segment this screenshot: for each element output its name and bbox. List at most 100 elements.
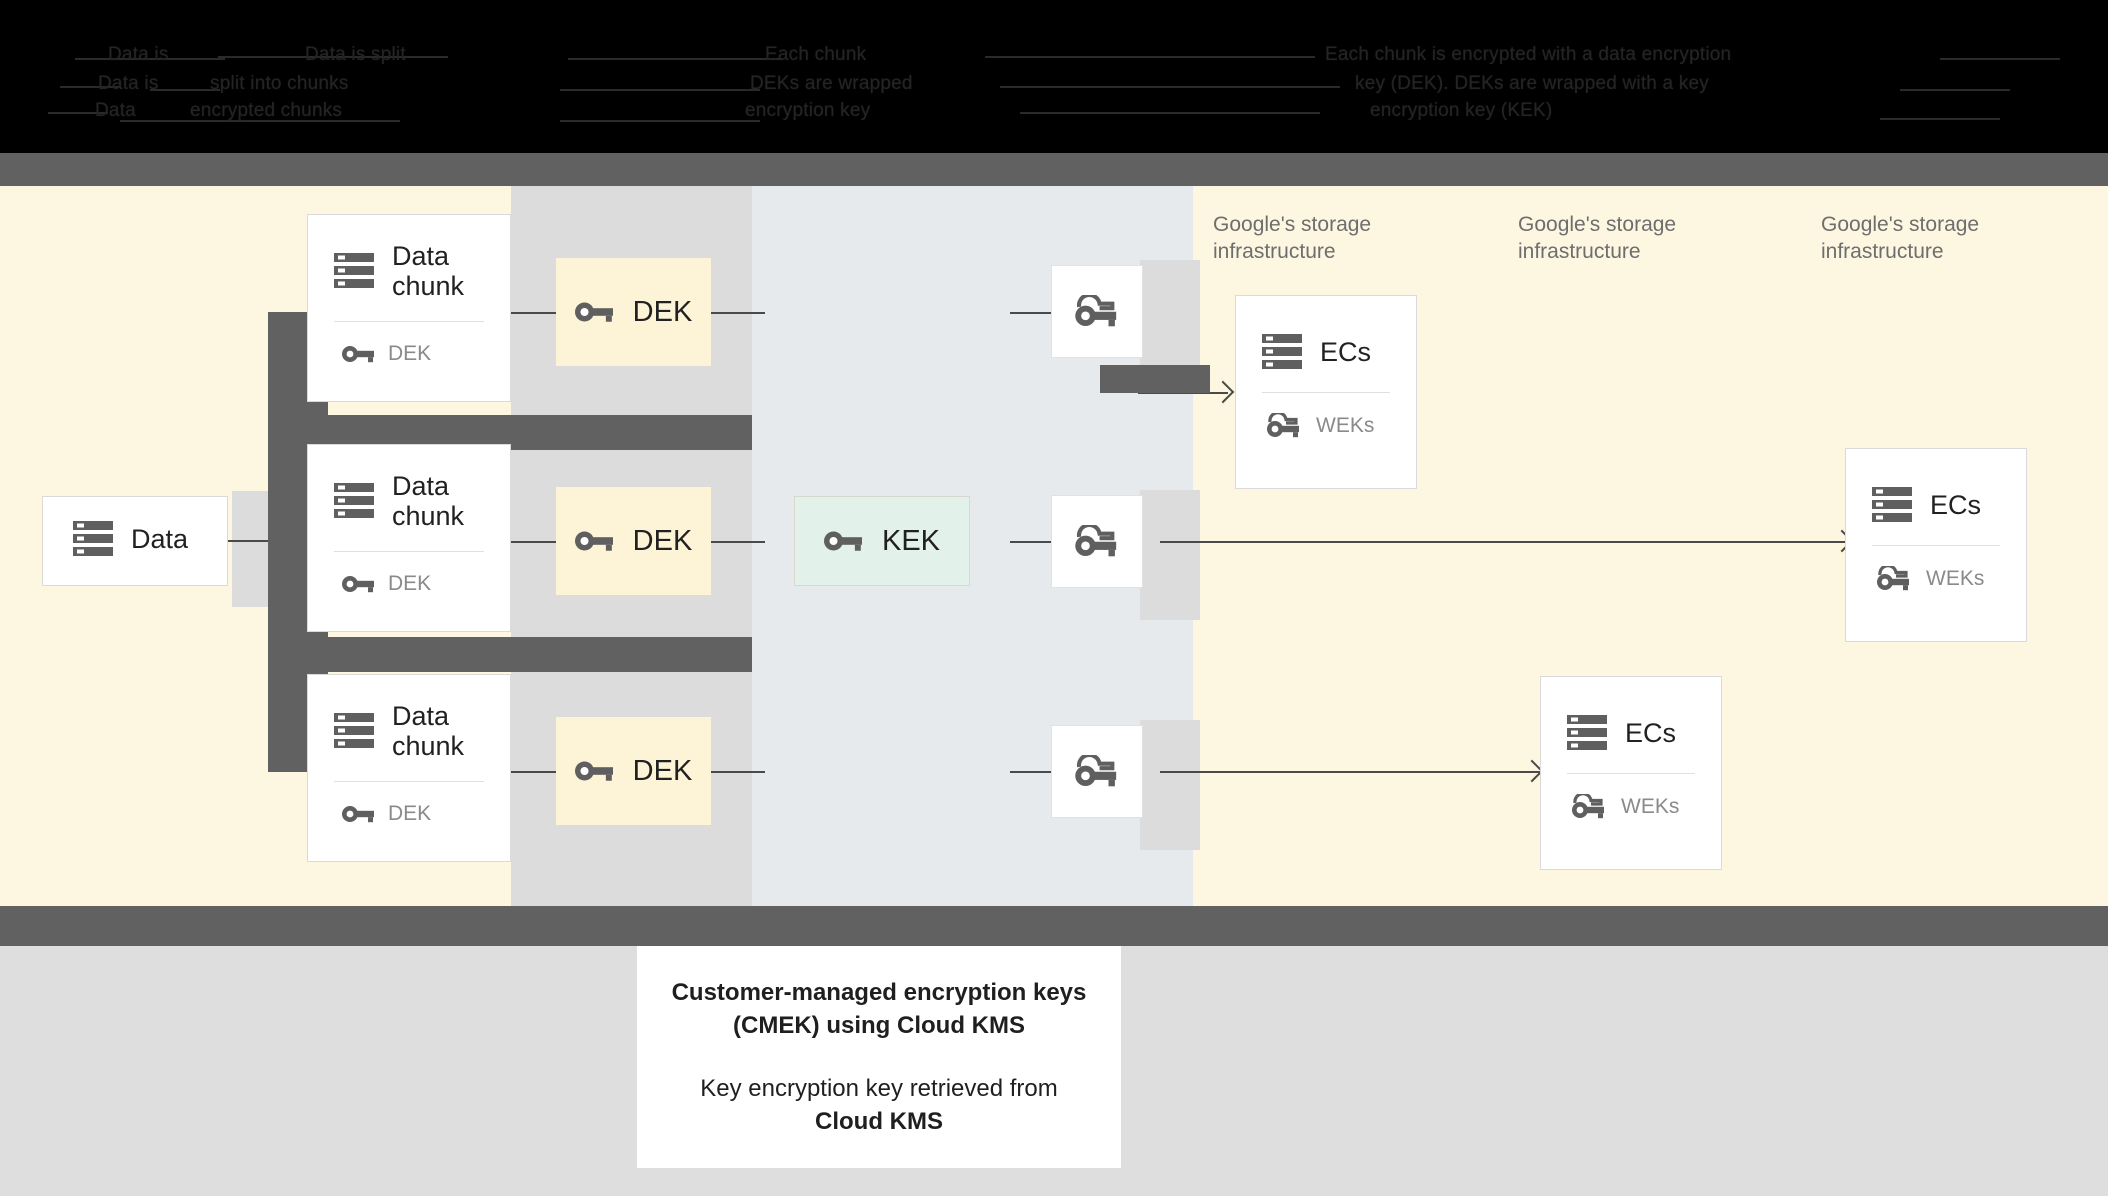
top-occlusion-band — [0, 153, 2108, 186]
header-text: Data — [95, 100, 136, 121]
keybox-dek-label: DEK — [632, 295, 693, 328]
card-ecs-2[interactable]: ECs WEKs — [1845, 448, 2027, 642]
storage-stack-icon — [1262, 334, 1302, 370]
header-row: Data encrypted chunks encryption key enc… — [0, 100, 2108, 129]
header-text-rows: Data is Data is split Each chunk Each ch… — [0, 44, 2108, 129]
storage-stack-icon — [1872, 487, 1912, 523]
key-icon — [342, 804, 374, 824]
header-text: Data is — [108, 44, 169, 65]
card-chunk-title: Data chunk — [392, 701, 465, 762]
keybox-dek-3[interactable]: DEK — [556, 717, 711, 825]
header-text: Data is — [98, 73, 159, 94]
card-data-chunk-2[interactable]: Data chunk DEK — [307, 444, 511, 632]
key-icon — [574, 529, 613, 553]
wrapped-key-icon — [1074, 294, 1120, 329]
key-icon — [574, 300, 613, 324]
card-chunk-title: Data chunk — [392, 471, 465, 532]
caption-line-1: Customer-managed encryption keys — [671, 978, 1087, 1006]
key-icon — [574, 759, 613, 783]
key-icon — [342, 574, 374, 594]
card-ecs-1[interactable]: ECs WEKs — [1235, 295, 1417, 489]
caption-card: Customer-managed encryption keys (CMEK) … — [637, 946, 1121, 1168]
storage-stack-icon — [334, 483, 374, 519]
header-text: encryption key — [745, 100, 871, 121]
header-text: encryption key (KEK) — [1370, 100, 1553, 121]
connector-dek1-out — [710, 312, 765, 314]
card-divider — [334, 781, 484, 783]
occlusion-band-2 — [268, 637, 752, 672]
connector-dek3-out — [710, 771, 765, 773]
card-divider — [1567, 773, 1695, 774]
card-ecs-key-label: WEKs — [1926, 567, 1985, 590]
key-icon — [823, 529, 862, 553]
card-divider — [1872, 545, 2000, 546]
header-text: Each chunk is encrypted with a data encr… — [1325, 44, 1732, 65]
caption-line-2: (CMEK) using Cloud KMS — [733, 1011, 1025, 1039]
connector-chunk1-dek1 — [511, 312, 556, 314]
header-row: Data is Data is split Each chunk Each ch… — [0, 44, 2108, 75]
header-text: split into chunks — [210, 73, 349, 94]
header-text: encrypted chunks — [190, 100, 343, 121]
header-row: Data is split into chunks DEKs are wrapp… — [0, 73, 2108, 102]
card-chunk-key-label: DEK — [388, 802, 432, 826]
caption-line-3: Key encryption key retrieved from — [700, 1075, 1058, 1102]
key-icon — [342, 344, 374, 364]
keybox-kek[interactable]: KEK — [794, 496, 970, 586]
bottom-occlusion-band — [0, 906, 2108, 946]
connector-wrapkey3-ecs3 — [1160, 771, 1540, 773]
keybox-kek-label: KEK — [881, 524, 941, 557]
wrapped-key-icon — [1074, 754, 1120, 789]
wrapped-key-box-2[interactable] — [1051, 495, 1143, 588]
card-divider — [334, 321, 484, 323]
card-ecs-title: ECs — [1930, 489, 1982, 520]
connector-to-wrapkey-3 — [1010, 771, 1052, 773]
wrapped-key-box-1[interactable] — [1051, 265, 1143, 358]
card-data[interactable]: Data — [42, 496, 228, 586]
subpanel-wrapkey-2 — [1140, 490, 1200, 620]
wrapped-key-box-3[interactable] — [1051, 725, 1143, 818]
storage-stack-icon — [1567, 715, 1607, 751]
connector-wrapkey2-ecs2 — [1160, 541, 1850, 543]
card-data-chunk-1[interactable]: Data chunk DEK — [307, 214, 511, 402]
storage-stack-icon — [73, 521, 113, 557]
card-ecs-key-label: WEKs — [1316, 414, 1375, 437]
card-data-title: Data — [131, 523, 189, 554]
connector-to-wrapkey-2 — [1010, 541, 1052, 543]
wrapped-key-icon — [1074, 524, 1120, 559]
card-ecs-key-label: WEKs — [1621, 795, 1680, 818]
card-data-chunk-3[interactable]: Data chunk DEK — [307, 674, 511, 862]
connector-wrapkey1-ecs1 — [1138, 392, 1228, 394]
connector-chunk3-dek3 — [511, 771, 556, 773]
card-chunk-key-label: DEK — [388, 572, 432, 596]
subpanel-wrapkey-3 — [1140, 720, 1200, 850]
wrapped-key-icon — [1876, 566, 1912, 592]
storage-stack-icon — [334, 713, 374, 749]
caption-line-4: Cloud KMS — [815, 1108, 943, 1136]
keybox-dek-label: DEK — [632, 754, 693, 787]
keybox-dek-1[interactable]: DEK — [556, 258, 711, 366]
header-banner: Data is Data is split Each chunk Each ch… — [0, 0, 2108, 153]
storage-stack-icon — [334, 253, 374, 289]
infra-label-2: Google's storage infrastructure — [1518, 213, 1677, 263]
header-text: Each chunk — [765, 44, 867, 65]
connector-chunk2-dek2 — [511, 541, 556, 543]
header-text: Data is split — [305, 44, 406, 65]
card-ecs-title: ECs — [1625, 717, 1677, 748]
card-divider — [334, 551, 484, 553]
keybox-dek-2[interactable]: DEK — [556, 487, 711, 595]
occlusion-arrow-1 — [1100, 365, 1210, 393]
wrapped-key-icon — [1571, 794, 1607, 820]
wrapped-key-icon — [1266, 413, 1302, 439]
card-ecs-3[interactable]: ECs WEKs — [1540, 676, 1722, 870]
header-text: DEKs are wrapped — [750, 73, 913, 94]
card-ecs-title: ECs — [1320, 336, 1372, 367]
infra-label-1: Google's storage infrastructure — [1213, 213, 1372, 263]
card-chunk-title: Data chunk — [392, 241, 465, 302]
card-divider — [1262, 392, 1390, 393]
connector-to-wrapkey-1 — [1010, 312, 1052, 314]
infra-label-3: Google's storage infrastructure — [1821, 213, 1980, 263]
header-text: key (DEK). DEKs are wrapped with a key — [1355, 73, 1709, 94]
keybox-dek-label: DEK — [632, 524, 693, 557]
card-chunk-key-label: DEK — [388, 342, 432, 366]
